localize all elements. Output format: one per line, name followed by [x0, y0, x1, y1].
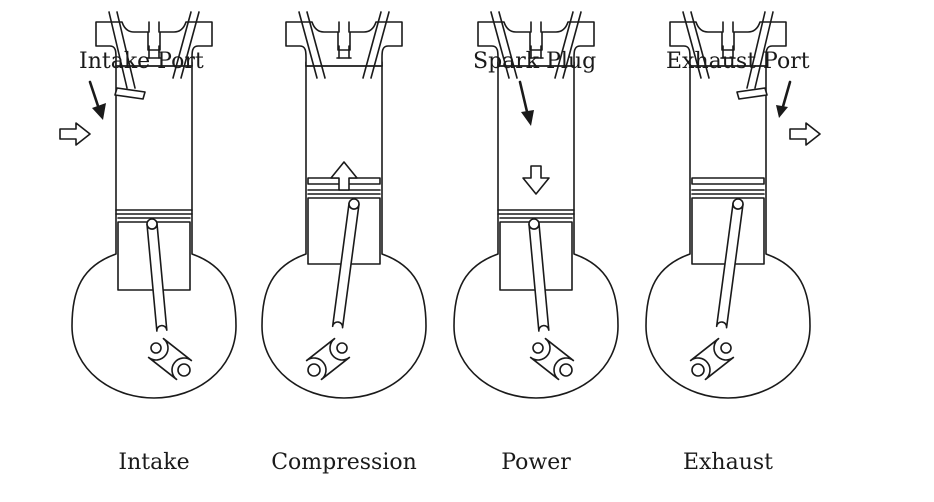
exhaust-port-arrowhead: [776, 105, 788, 118]
wrist-pin: [146, 218, 158, 230]
crank-pin: [150, 342, 162, 354]
exhaust-port-pointer: [780, 80, 792, 112]
spark-plug-annotation: Spark Plug: [473, 49, 596, 126]
crankshaft: [307, 363, 321, 377]
crank-pin: [532, 342, 544, 354]
exhaust-port-annotation: Exhaust Port: [666, 49, 810, 118]
crank-arm: [689, 337, 735, 381]
exhaust-port-label: Exhaust Port: [666, 49, 810, 74]
crank-arm: [147, 337, 193, 381]
intake-port-label: Intake Port: [79, 49, 204, 74]
stage-label-compression: Compression: [271, 450, 417, 475]
crankshaft: [559, 363, 573, 377]
stage-label-intake: Intake: [118, 450, 189, 475]
exhaust-flow-arrow: [789, 122, 821, 146]
engine-stage-exhaust: Exhaust: [645, 11, 821, 475]
crank-arm: [529, 337, 575, 381]
engine-stage-power: Power: [453, 11, 619, 475]
intake-port-arrowhead: [92, 103, 106, 120]
crank-pin: [720, 342, 732, 354]
crank-pin: [336, 342, 348, 354]
spark-plug-label: Spark Plug: [473, 49, 596, 74]
spark-plug-arrowhead: [521, 110, 534, 126]
wrist-pin: [348, 198, 360, 210]
engine-stage-intake: Intake: [59, 11, 237, 475]
wrist-pin: [528, 218, 540, 230]
stage-label-exhaust: Exhaust: [683, 450, 773, 475]
crankshaft: [177, 363, 191, 377]
crank-arm: [305, 337, 351, 381]
stage-label-power: Power: [501, 450, 571, 475]
intake-flow-arrow: [59, 122, 91, 146]
intake-port-annotation: Intake Port: [79, 49, 204, 120]
wrist-pin: [732, 198, 744, 210]
engine-stage-compression: Compression: [261, 11, 427, 475]
spark-plug-pointer: [518, 80, 530, 118]
crankshaft: [691, 363, 705, 377]
